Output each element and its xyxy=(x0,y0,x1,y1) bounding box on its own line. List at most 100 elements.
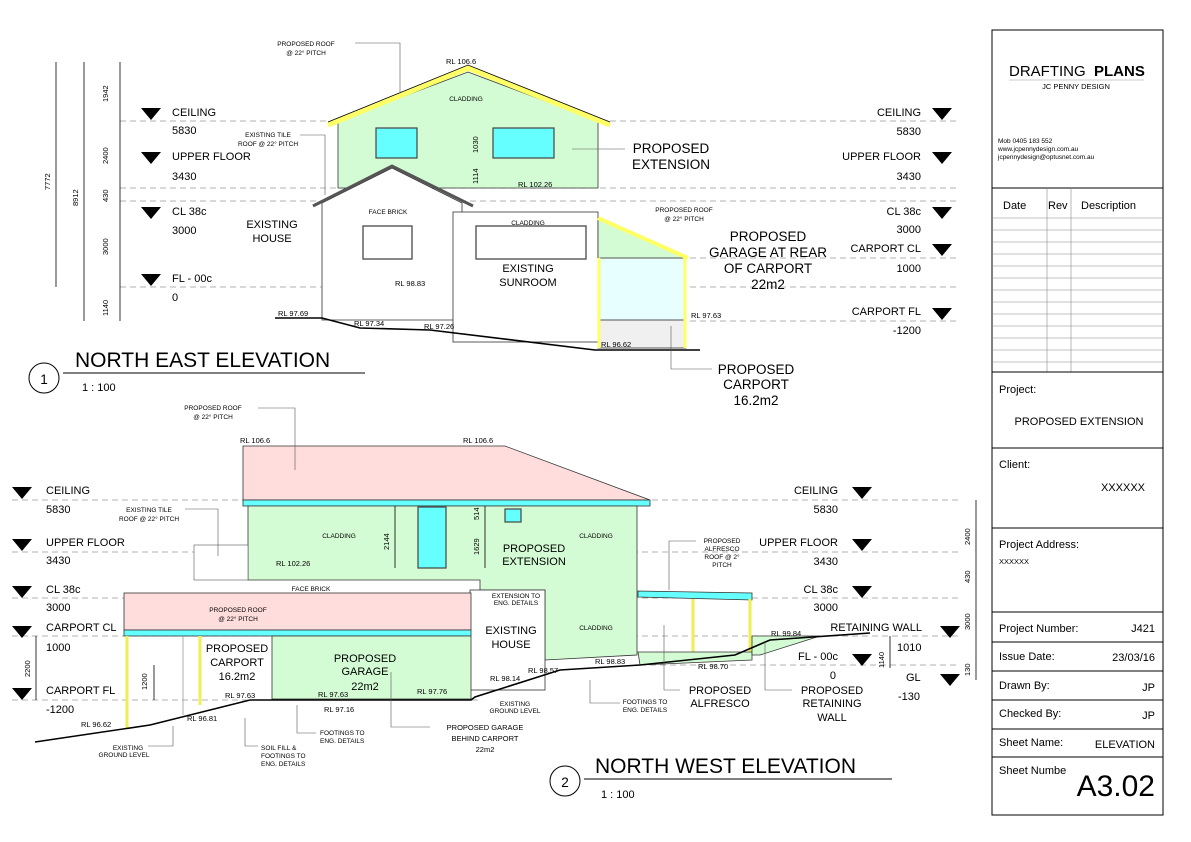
level-name: CARPORT FL xyxy=(852,306,921,318)
level-value: 1000 xyxy=(897,263,921,275)
note-extension-eng-2: ENG. DETAILS xyxy=(494,600,539,607)
note-garage-roof: PROPOSED ROOF xyxy=(655,207,712,214)
rl-label: RL 96.62 xyxy=(601,340,631,349)
drawn-by: JP xyxy=(1142,682,1155,694)
project-value: PROPOSED EXTENSION xyxy=(1015,416,1144,428)
note-carport-roof: PROPOSED ROOF xyxy=(209,607,266,614)
view-number: 2 xyxy=(561,775,569,790)
note-footings: FOOTINGS TO xyxy=(320,730,365,737)
note-garage: PROPOSED xyxy=(730,229,807,244)
note-tile-roof: EXISTING TILE xyxy=(245,132,291,139)
revision-table-grid xyxy=(992,188,1163,372)
contact-email: jcpennydesign@optusnet.com.au xyxy=(997,154,1095,161)
dim: 1140 xyxy=(101,300,110,316)
field-label: Project Number: xyxy=(999,623,1078,635)
note-alfresco-roof-4: PITCH xyxy=(712,562,732,569)
rl-label: RL 98.14 xyxy=(490,674,520,683)
level-value: 0 xyxy=(830,670,836,682)
rl-label: RL 102.26 xyxy=(518,180,552,189)
rl-label: RL 98.83 xyxy=(595,657,625,666)
note-carport-roof-2: @ 22° PITCH xyxy=(218,615,258,623)
rl-label: RL 97.76 xyxy=(417,687,447,696)
level-name: CEILING xyxy=(877,107,921,119)
level-name: CEILING xyxy=(172,107,216,119)
note-garage-3: 22m2 xyxy=(351,681,379,693)
level-value: -1200 xyxy=(893,325,921,337)
level-value: 3000 xyxy=(814,602,838,614)
level-value: 5830 xyxy=(46,504,70,516)
note-retaining-wall: PROPOSED xyxy=(801,685,863,697)
note-proposed-extension-2: EXTENSION xyxy=(632,157,710,172)
sheet-number: A3.02 xyxy=(1077,770,1155,803)
note-soil-3: ENG. DETAILS xyxy=(261,761,306,768)
dim: 2144 xyxy=(382,533,391,550)
note-existing-house: EXISTING xyxy=(485,625,536,637)
rl-label: RL 99.84 xyxy=(771,629,801,638)
note-retaining-wall-2: RETAINING xyxy=(802,698,861,710)
level-name: CL 38c xyxy=(46,584,81,596)
checked-by: JP xyxy=(1142,710,1155,722)
level-value: 5830 xyxy=(897,126,921,138)
note-alfresco-roof: PROPOSED xyxy=(704,538,741,545)
dim: 130 xyxy=(963,663,972,676)
carport-roof xyxy=(123,592,472,631)
level-name: FL - 00c xyxy=(172,273,212,285)
rev-header-date: Date xyxy=(1003,200,1026,212)
rl-label: RL 97.63 xyxy=(318,690,348,699)
note-tile-roof-2: ROOF @ 22° PITCH xyxy=(119,515,179,523)
level-value: 0 xyxy=(172,292,178,304)
note-cladding: CLADDING xyxy=(579,625,613,632)
note-alfresco: PROPOSED xyxy=(689,685,751,697)
view-number: 1 xyxy=(40,372,48,387)
note-footings-2: FOOTINGS TO xyxy=(623,699,668,706)
level-name: UPPER FLOOR xyxy=(46,537,125,549)
level-name: FL - 00c xyxy=(798,651,838,663)
proposed-garage xyxy=(271,635,472,700)
level-name: CARPORT CL xyxy=(46,622,117,634)
proposed-extension-wall xyxy=(337,71,599,189)
dim-overall-1: 7772 xyxy=(43,173,52,190)
field-label: Drawn By: xyxy=(999,680,1050,692)
rev-header-description: Description xyxy=(1081,200,1136,212)
level-value: -130 xyxy=(898,691,920,703)
level-name: CARPORT CL xyxy=(850,243,921,255)
dim: 430 xyxy=(101,189,110,202)
dim: 3000 xyxy=(963,613,972,630)
note-garage-roof-2: @ 22° PITCH xyxy=(664,215,704,223)
rl-label: RL 106.6 xyxy=(446,57,476,66)
ground-line xyxy=(275,317,700,351)
view-number-circle xyxy=(549,765,581,797)
level-value: 3000 xyxy=(897,224,921,236)
rl-label: RL 98.57 xyxy=(528,666,558,675)
dim: 1200 xyxy=(140,673,149,690)
window xyxy=(492,127,555,159)
note-carport-3: 16.2m2 xyxy=(219,671,256,683)
note-cladding: CLADDING xyxy=(511,220,545,227)
view-title: NORTH EAST ELEVATION xyxy=(75,349,330,372)
window xyxy=(375,127,418,159)
logo-main: DRAFTING xyxy=(1009,63,1086,80)
issue-date: 23/03/16 xyxy=(1112,652,1155,664)
level-value: 1000 xyxy=(46,642,70,654)
client-label: Client: xyxy=(999,459,1030,471)
level-name: UPPER FLOOR xyxy=(842,151,921,163)
dim: 3000 xyxy=(101,238,110,255)
rl-label: RL 97.69 xyxy=(278,309,308,318)
note-ground-2: EXISTING xyxy=(500,701,530,708)
rev-header-rev: Rev xyxy=(1048,200,1068,212)
level-value: 3430 xyxy=(814,556,838,568)
view-scale: 1 : 100 xyxy=(82,382,116,394)
level-value: 5830 xyxy=(172,125,196,137)
note-carport-2: CARPORT xyxy=(723,377,789,392)
proposed-roof xyxy=(242,445,651,501)
note-proposed-extension: PROPOSED xyxy=(633,141,710,156)
rl-label: RL 106.6 xyxy=(463,436,493,445)
note-tile-roof: EXISTING TILE xyxy=(126,507,172,514)
level-value: 3000 xyxy=(46,602,70,614)
level-name: RETAINING WALL xyxy=(830,622,922,634)
logo-accent: PLANS xyxy=(1094,63,1145,80)
dim: 1114 xyxy=(471,168,480,184)
level-value: 3000 xyxy=(172,225,196,237)
existing-sunroom xyxy=(452,211,599,343)
view-number-circle xyxy=(28,362,60,394)
